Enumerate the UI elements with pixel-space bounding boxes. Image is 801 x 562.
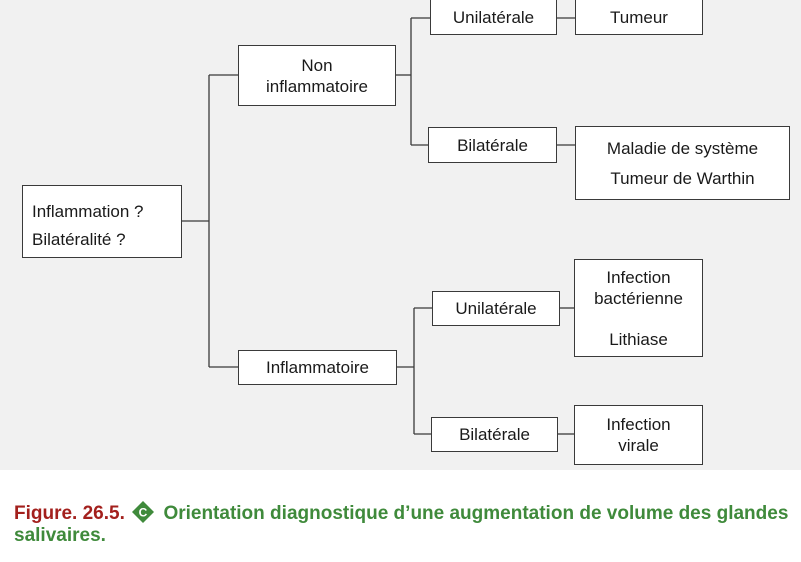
infection-virale-box: Infection virale	[574, 405, 703, 465]
tree-connectors	[182, 17, 575, 435]
tumeur-label: Tumeur	[610, 7, 668, 27]
root-line-inflammation: Inflammation ?	[32, 202, 144, 221]
tumeur-de-warthin-label: Tumeur de Warthin	[610, 168, 755, 188]
infection-virale-line-1: Infection	[606, 415, 671, 434]
bilaterale-inflammatoire-label: Bilatérale	[459, 425, 530, 444]
infection-bacterienne-line-1: Infection	[606, 268, 671, 287]
maladie-warthin-box: Maladie de système Tumeur de Warthin	[575, 126, 790, 200]
unilaterale-non-inflammatoire-label: Unilatérale	[452, 7, 535, 27]
figure-caption: Figure. 26.5. C Orientation diagnostique…	[14, 501, 794, 547]
non-inflammatoire-line-2: inflammatoire	[265, 76, 369, 96]
unilaterale-inflammatoire-box: Unilatérale	[432, 291, 560, 326]
lithiase-label: Lithiase	[609, 330, 668, 349]
figure-label: Figure. 26.5.	[14, 503, 125, 524]
non-inflammatoire-box: Non inflammatoire	[238, 45, 396, 106]
infection-bacterienne-line-2: bactérienne	[594, 289, 683, 308]
bilaterale-non-inflammatoire-label: Bilatérale	[457, 135, 528, 155]
unilaterale-non-inflammatoire-box: Unilatérale	[430, 0, 557, 35]
inflammatoire-label: Inflammatoire	[266, 358, 369, 377]
root-line-bilateralite: Bilatéralité ?	[32, 230, 126, 249]
root-node-box: Inflammation ? Bilatéralité ?	[22, 185, 182, 258]
badge-letter: C	[139, 506, 148, 520]
caption-text: Orientation diagnostique d’une augmentat…	[14, 503, 789, 546]
decision-tree-diagram: Inflammation ? Bilatéralité ? Non inflam…	[0, 0, 801, 470]
bilaterale-non-inflammatoire-box: Bilatérale	[428, 127, 557, 163]
non-inflammatoire-line-1: Non	[301, 55, 333, 75]
bilaterale-inflammatoire-box: Bilatérale	[431, 417, 558, 452]
infection-virale-line-2: virale	[618, 436, 659, 455]
inflammatoire-box: Inflammatoire	[238, 350, 397, 385]
level-c-badge-icon: C	[132, 501, 155, 523]
unilaterale-inflammatoire-label: Unilatérale	[455, 299, 537, 318]
tumeur-box: Tumeur	[575, 0, 703, 35]
maladie-de-systeme-label: Maladie de système	[606, 138, 759, 158]
infection-bacterienne-lithiase-box: Infection bactérienne Lithiase	[574, 259, 703, 357]
